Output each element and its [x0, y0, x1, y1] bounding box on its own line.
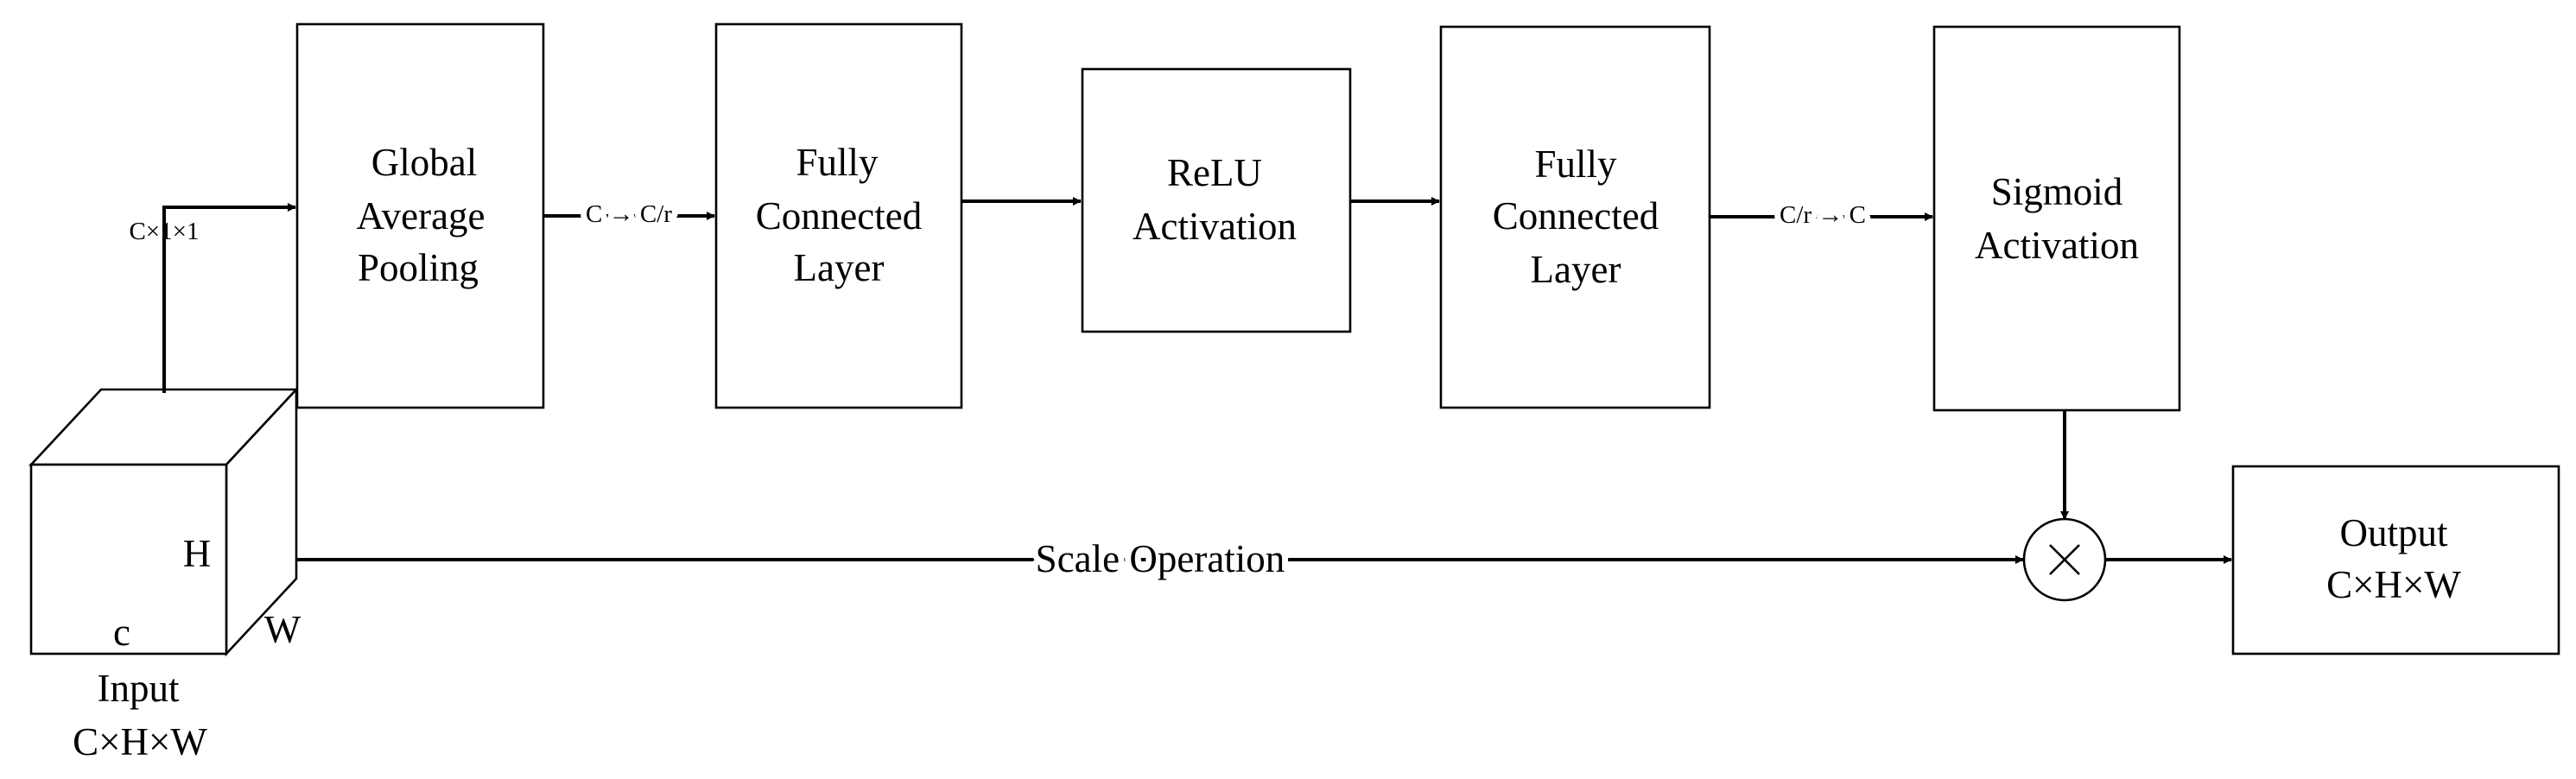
gap-label-line-2: Average: [356, 194, 485, 238]
output-shape: C×H×W: [2326, 563, 2461, 606]
scale-operation-label: Scale Operation: [1036, 537, 1285, 580]
input-label: Input: [98, 667, 180, 710]
reduce-ratio-label: C → C/r: [586, 200, 672, 228]
relu-activation-block: [1081, 67, 1352, 333]
fully-connected-layer-1: [714, 22, 963, 409]
multiply-cross-b: [2049, 544, 2080, 575]
input-dim-width: W: [264, 608, 301, 651]
fc1-label-line-1: Fully: [796, 141, 879, 184]
output-block: [2231, 465, 2560, 656]
fc2-label-line-1: Fully: [1534, 142, 1617, 186]
fully-connected-layer-2: [1439, 25, 1711, 409]
fc2-label-line-3: Layer: [1531, 248, 1621, 291]
sigmoid-label-line-2: Activation: [1975, 224, 2139, 267]
expand-ratio-label: C/r → C: [1780, 201, 1866, 229]
relu-label-line-2: Activation: [1133, 205, 1297, 248]
gap-label-line-3: Pooling: [358, 246, 479, 289]
squeeze-branch-arrow: [162, 203, 296, 393]
input-dim-height: H: [183, 532, 212, 575]
input-shape: C×H×W: [73, 720, 207, 763]
global-average-pooling-block: [295, 22, 545, 409]
sigmoid-label-line-1: Sigmoid: [1991, 170, 2123, 213]
relu-label-line-1: ReLU: [1167, 151, 1262, 194]
input-dim-channel: c: [113, 611, 130, 654]
fc1-label-line-3: Layer: [794, 246, 885, 289]
fc2-label-line-2: Connected: [1493, 194, 1659, 238]
input-tensor-cube: H c W: [29, 386, 301, 657]
output-label: Output: [2339, 511, 2448, 554]
multiply-operator: [2022, 517, 2107, 602]
gap-label-line-1: Global: [371, 141, 477, 184]
cube-front-face: [29, 463, 228, 656]
sigmoid-activation-block: [1932, 25, 2181, 412]
fc1-label-line-2: Connected: [756, 194, 922, 238]
branch-shape-label: C×1×1: [129, 218, 199, 245]
